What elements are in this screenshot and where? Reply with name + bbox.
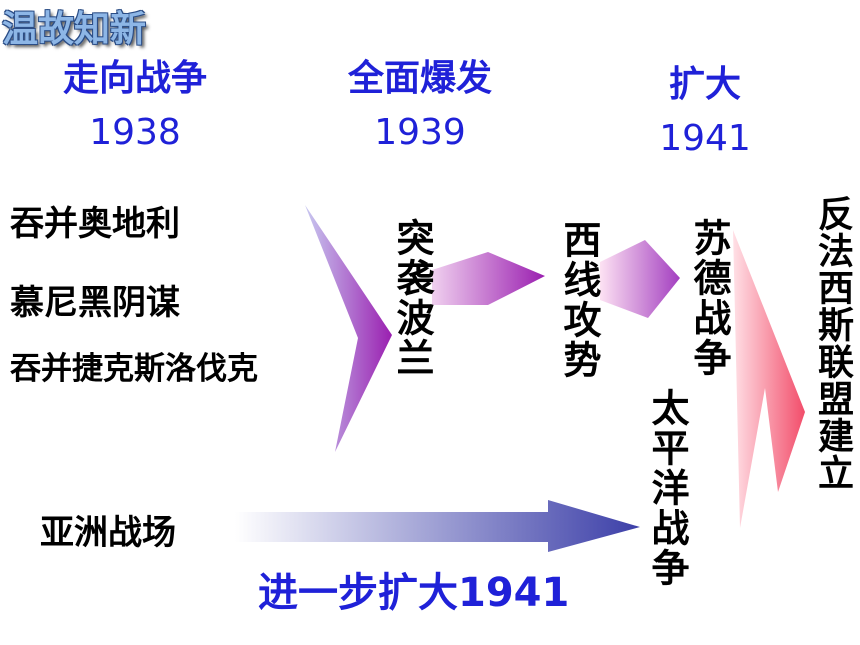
- milestone-pacific: 太平洋战争: [645, 388, 689, 588]
- milestone-west: 西线攻势: [557, 220, 601, 380]
- stage-header-2: 全面爆发 1939: [325, 52, 515, 160]
- arrow-to-alliance: [733, 230, 805, 528]
- event-annex-austria: 吞并奥地利: [10, 204, 180, 244]
- milestone-alliance: 反法西斯联盟建立: [812, 195, 853, 491]
- stage-label-3: 扩大: [668, 64, 741, 105]
- milestone-poland: 突袭波兰: [390, 218, 434, 378]
- stage-label-2: 全面爆发: [347, 58, 492, 99]
- stage-year-3: 1941: [659, 118, 751, 159]
- event-munich: 慕尼黑阴谋: [10, 283, 180, 323]
- page-title: 温故知新: [2, 9, 147, 50]
- stage-header-3: 扩大 1941: [640, 58, 770, 166]
- stage-label-1: 走向战争: [62, 58, 207, 99]
- arrow-asia-to-pacific: [235, 500, 640, 552]
- stage-header-1: 走向战争 1938: [40, 52, 230, 160]
- arrow-poland-to-west: [432, 252, 545, 305]
- milestone-soviet: 苏德战争: [687, 218, 731, 378]
- arrow-europe-to-poland: [305, 205, 392, 452]
- event-annex-czech: 吞并捷克斯洛伐克: [10, 351, 258, 387]
- asia-progress-label: 进一步扩大1941: [258, 570, 570, 616]
- stage-year-2: 1939: [374, 112, 466, 153]
- arrow-west-to-soviet: [600, 240, 680, 318]
- stage-year-1: 1938: [89, 112, 181, 153]
- asia-theater-label: 亚洲战场: [40, 513, 176, 553]
